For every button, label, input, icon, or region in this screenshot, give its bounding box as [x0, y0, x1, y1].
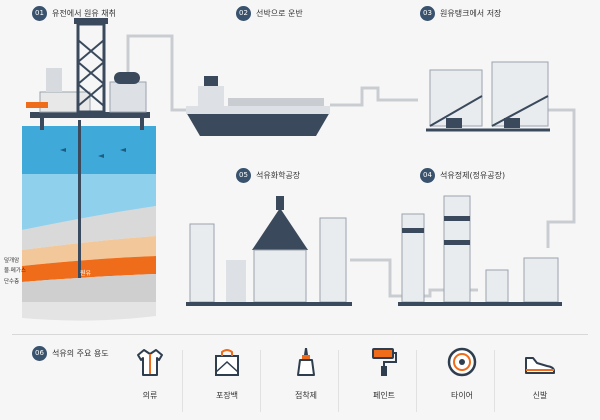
refinery-plant: [398, 195, 562, 306]
use-shoes: 신발: [510, 346, 570, 401]
porous-layer-label: 단수층: [4, 279, 20, 285]
step-label: 석유정제(정유공장): [440, 171, 506, 180]
step-main-uses: 06 석유의 주요 용도: [32, 346, 109, 361]
step-tank-storage: 03 원유탱크에서 저장: [420, 6, 501, 21]
step-label: 석유의 주요 용도: [52, 349, 109, 358]
section-divider: [12, 334, 588, 335]
use-label: 신발: [532, 391, 548, 400]
step-number-badge: 01: [32, 6, 47, 21]
offshore-oil-rig: [26, 18, 150, 130]
petrochemical-plant: [186, 196, 352, 306]
step-label: 원유탱크에서 저장: [440, 9, 502, 18]
cap-rock-label: 덮개암: [4, 258, 20, 264]
step-label: 선박으로 운반: [256, 9, 303, 18]
use-separator: [338, 350, 339, 412]
use-label: 페인트: [372, 391, 396, 400]
tire-icon: [447, 347, 477, 377]
use-separator: [182, 350, 183, 412]
use-separator: [260, 350, 261, 412]
step-refining: 04 석유정제(정유공장): [420, 168, 505, 183]
step-petrochemical: 05 석유화학공장: [236, 168, 300, 183]
oil-layer-label: 원유: [80, 270, 92, 277]
step-number-badge: 03: [420, 6, 435, 21]
tanker-ship: [186, 76, 330, 136]
use-separator: [494, 350, 495, 412]
step-ship-transport: 02 선박으로 운반: [236, 6, 303, 21]
step-oil-extraction: 01 유전에서 원유 채취: [32, 6, 116, 21]
step-number-badge: 02: [236, 6, 251, 21]
crude-oil-tanks: [426, 61, 550, 132]
use-label: 의류: [142, 391, 158, 400]
oil-field-cross-section: [22, 120, 156, 321]
shirt-icon: [137, 349, 163, 376]
step-label: 유전에서 원유 채취: [52, 9, 116, 18]
process-illustration: [22, 18, 576, 321]
step-number-badge: 05: [236, 168, 251, 183]
gas-layer-label: 물·메가스: [4, 268, 26, 274]
step-number-badge: 06: [32, 346, 47, 361]
use-separator: [416, 350, 417, 412]
step-label: 석유화학공장: [256, 171, 301, 180]
use-label: 포장백: [215, 391, 239, 400]
use-clothing: 의류: [120, 346, 180, 401]
step-number-badge: 04: [420, 168, 435, 183]
use-label: 타이어: [450, 391, 474, 400]
bag-icon: [215, 349, 239, 376]
use-tire: 타이어: [432, 346, 492, 401]
paint-roller-icon: [372, 348, 397, 376]
use-packaging-bag: 포장백: [197, 346, 257, 401]
use-label: 접착제: [294, 391, 318, 400]
use-adhesive: 접착제: [276, 346, 336, 401]
glue-icon: [297, 348, 315, 376]
shoe-icon: [525, 357, 555, 374]
use-paint: 페인트: [354, 346, 414, 401]
